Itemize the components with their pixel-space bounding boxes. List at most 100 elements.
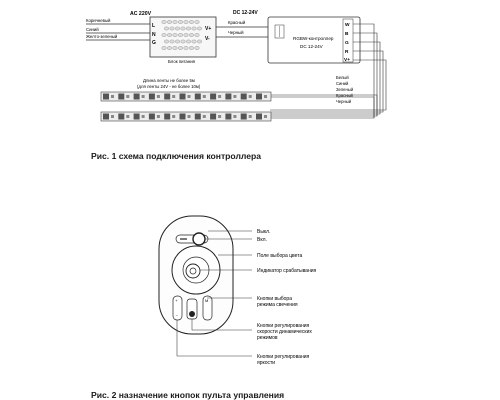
psu-vent-hole bbox=[172, 20, 178, 24]
out-wire-green: Зеленый bbox=[336, 87, 354, 92]
led-chip bbox=[240, 93, 247, 100]
callout-lines bbox=[176, 230, 252, 357]
psu-vent-hole bbox=[178, 20, 183, 24]
resistor-chip bbox=[233, 95, 237, 98]
controller-output-wires bbox=[270, 23, 387, 119]
led-chip bbox=[225, 113, 232, 120]
psu-vent-hole bbox=[167, 46, 172, 50]
psu-vents bbox=[161, 20, 202, 50]
resistor-chip bbox=[111, 95, 114, 98]
psu-vent-hole bbox=[161, 33, 167, 37]
psu-vent-hole bbox=[189, 33, 194, 37]
resistor-chip bbox=[172, 95, 176, 98]
led-chip bbox=[225, 93, 232, 100]
psu-vent-hole bbox=[175, 26, 180, 31]
led-chip bbox=[103, 93, 109, 100]
resistor-chip bbox=[126, 115, 130, 118]
psu-vent-hole bbox=[161, 20, 167, 24]
out-wire-black: Черный bbox=[336, 99, 352, 104]
on-button[interactable] bbox=[192, 232, 206, 246]
out-wire-blue: Синий bbox=[336, 81, 349, 86]
psu-vent-hole bbox=[186, 39, 191, 44]
resistor-chip bbox=[202, 115, 206, 118]
wire-label-red: Красный bbox=[228, 20, 246, 25]
controller-voltage: DC 12-24V bbox=[300, 44, 324, 49]
callout-color-field: Поле выбора цвета bbox=[257, 253, 303, 259]
psu-vent-hole bbox=[164, 26, 169, 31]
port-g: G bbox=[345, 40, 349, 46]
out-wire-red: Красный bbox=[336, 93, 354, 98]
psu-vent-hole bbox=[194, 33, 200, 37]
led-chip bbox=[133, 113, 140, 120]
controller-title: RGBW-контроллер bbox=[293, 36, 334, 41]
psu-vent-hole bbox=[178, 46, 183, 50]
led-chip bbox=[164, 113, 171, 120]
psu-vent-hole bbox=[180, 39, 186, 44]
psu-vent-hole bbox=[191, 39, 197, 44]
psu-vent-hole bbox=[172, 46, 178, 50]
wire-label-yellow-green: Желто-зеленый bbox=[86, 34, 118, 39]
led-chip bbox=[148, 93, 155, 100]
brightness-buttons[interactable] bbox=[172, 295, 183, 321]
wire-label-brown: Коричневый bbox=[86, 18, 111, 23]
terminal-l: L bbox=[152, 23, 155, 29]
led-chip bbox=[194, 113, 201, 120]
mode-buttons[interactable] bbox=[202, 295, 213, 321]
terminal-v-plus: V+ bbox=[205, 26, 211, 32]
port-v-plus: V+ bbox=[344, 57, 350, 63]
callout-mode-buttons: Кнопки выбора режима свечения bbox=[257, 296, 298, 308]
led-chip bbox=[148, 113, 155, 120]
resistor-chip bbox=[233, 115, 237, 118]
resistor-chip bbox=[141, 95, 145, 98]
led-strip-upper bbox=[100, 91, 272, 102]
psu-vent-hole bbox=[169, 39, 175, 44]
psu-vent-hole bbox=[194, 20, 200, 24]
svg-text:+: + bbox=[175, 298, 178, 303]
led-strip-lower bbox=[100, 111, 272, 122]
speed-button-dot bbox=[189, 311, 195, 317]
resistor-chip bbox=[218, 115, 222, 118]
port-r: R bbox=[345, 49, 349, 55]
out-wire-white: Белый bbox=[336, 75, 349, 80]
resistor-chip bbox=[172, 115, 176, 118]
resistor-chip bbox=[156, 95, 160, 98]
strip-note-length: Длина ленты не более 5м bbox=[143, 78, 195, 83]
psu-vent-hole bbox=[194, 46, 200, 50]
led-chip bbox=[118, 113, 125, 120]
led-chip bbox=[210, 113, 217, 120]
psu-vent-hole bbox=[167, 33, 172, 37]
psu-vent-hole bbox=[189, 46, 194, 50]
led-chip bbox=[256, 93, 262, 100]
psu-vent-hole bbox=[183, 20, 189, 24]
dc-voltage-label: DC 12-24V bbox=[233, 10, 258, 16]
led-chip bbox=[210, 93, 217, 100]
resistor-chip bbox=[264, 115, 267, 118]
wire-label-black: Черный bbox=[228, 30, 244, 35]
figure2-caption: Рис. 2 назначение кнопок пульта управлен… bbox=[91, 390, 285, 400]
resistor-chip bbox=[111, 115, 114, 118]
psu-vent-hole bbox=[164, 39, 169, 44]
psu-vent-hole bbox=[186, 26, 191, 31]
resistor-chip bbox=[264, 95, 267, 98]
resistor-chip bbox=[248, 95, 252, 98]
svg-text:M: M bbox=[205, 298, 208, 303]
led-chip bbox=[103, 113, 109, 120]
resistor-chip bbox=[126, 95, 130, 98]
psu-label: Блок питания bbox=[168, 59, 196, 64]
callout-brightness-buttons: Кнопки регулирования яркости bbox=[257, 354, 311, 366]
resistor-chip bbox=[202, 95, 206, 98]
psu-vent-hole bbox=[180, 26, 186, 31]
callout-speed-buttons: Кнопки регулирования скорости динамическ… bbox=[257, 323, 313, 341]
ac-input-wires bbox=[86, 23, 150, 41]
resistor-chip bbox=[141, 115, 145, 118]
resistor-chip bbox=[187, 115, 191, 118]
ac-voltage-label: AC 220V bbox=[130, 11, 152, 17]
psu-vent-hole bbox=[161, 46, 167, 50]
resistor-chip bbox=[248, 115, 252, 118]
callout-indicator: Индикатор срабатывания bbox=[257, 268, 317, 274]
resistor-chip bbox=[187, 95, 191, 98]
psu-vent-hole bbox=[178, 33, 183, 37]
terminal-v-minus: V- bbox=[205, 36, 210, 42]
led-chip bbox=[164, 93, 171, 100]
